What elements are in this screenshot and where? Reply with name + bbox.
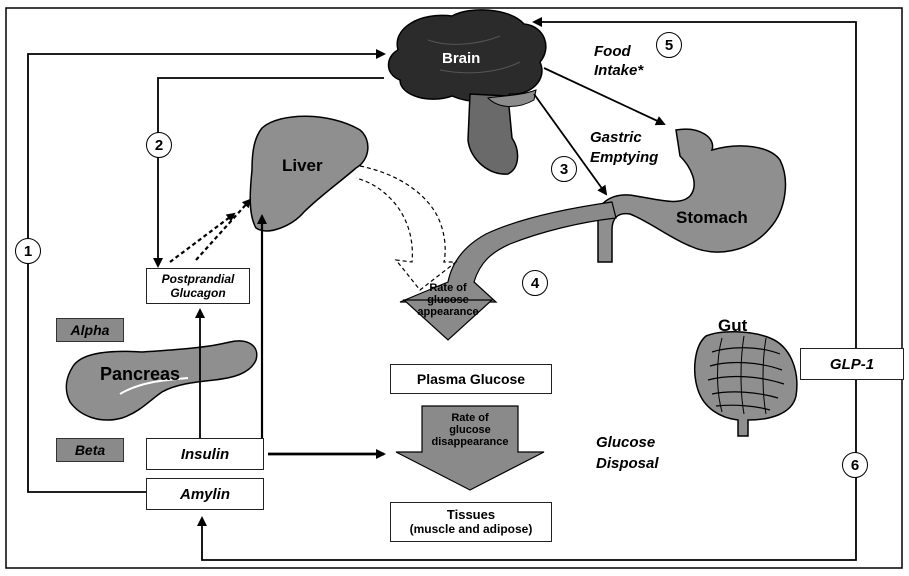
gastric-emptying-line-2: Emptying (590, 148, 658, 168)
pathway-number-5: 5 (656, 32, 682, 58)
gastric-emptying-line-1: Gastric (590, 128, 658, 148)
pancreas-label: Pancreas (100, 364, 180, 385)
pathway-number-2: 2 (146, 132, 172, 158)
pathway-number-4: 4 (522, 270, 548, 296)
appearance-label: Rate of glucose appearance (404, 282, 492, 318)
postprandial-glucagon-box: Postprandial Glucagon (146, 268, 250, 304)
food-intake-line-1: Food (594, 42, 643, 61)
food-intake-label: Food Intake* (594, 42, 643, 80)
stomach-label: Stomach (676, 208, 748, 228)
liver-label: Liver (282, 156, 323, 176)
pathway-number-3: 3 (551, 156, 577, 182)
disappearance-label: Rate of glucose disappearance (408, 412, 532, 448)
tissues-box: Tissues (muscle and adipose) (390, 502, 552, 542)
postprandial-glucagon-line-1: Postprandial (162, 272, 235, 286)
appearance-line-2: glucose (404, 294, 492, 306)
postprandial-glucagon-line-2: Glucagon (170, 286, 225, 300)
glucagon-liver-arrow-2 (196, 200, 250, 260)
plasma-glucose-box: Plasma Glucose (390, 364, 552, 394)
appearance-line-1: Rate of (404, 282, 492, 294)
gut-label: Gut (718, 316, 747, 336)
liver-glucose-output-arrow (356, 166, 456, 290)
food-intake-line-2: Intake* (594, 61, 643, 80)
amylin-box: Amylin (146, 478, 264, 510)
brain-shape (389, 10, 546, 174)
disappearance-line-3: disappearance (408, 436, 532, 448)
insulin-box: Insulin (146, 438, 264, 470)
gastric-emptying-label: Gastric Emptying (590, 128, 658, 168)
glucose-disposal-line-2: Disposal (596, 453, 659, 474)
tissues-line-1: Tissues (447, 507, 495, 522)
glp1-box: GLP-1 (800, 348, 904, 380)
glucose-disposal-label: Glucose Disposal (596, 432, 659, 474)
tissues-line-2: (muscle and adipose) (410, 522, 533, 537)
pathway-number-1: 1 (15, 238, 41, 264)
glucose-disposal-line-1: Glucose (596, 432, 659, 453)
disappearance-line-1: Rate of (408, 412, 532, 424)
brain-label: Brain (442, 50, 480, 67)
alpha-cell-box: Alpha (56, 318, 124, 342)
disappearance-line-2: glucose (408, 424, 532, 436)
beta-cell-box: Beta (56, 438, 124, 462)
appearance-line-3: appearance (404, 306, 492, 318)
pathway-number-6: 6 (842, 452, 868, 478)
gut-shape (695, 332, 797, 436)
